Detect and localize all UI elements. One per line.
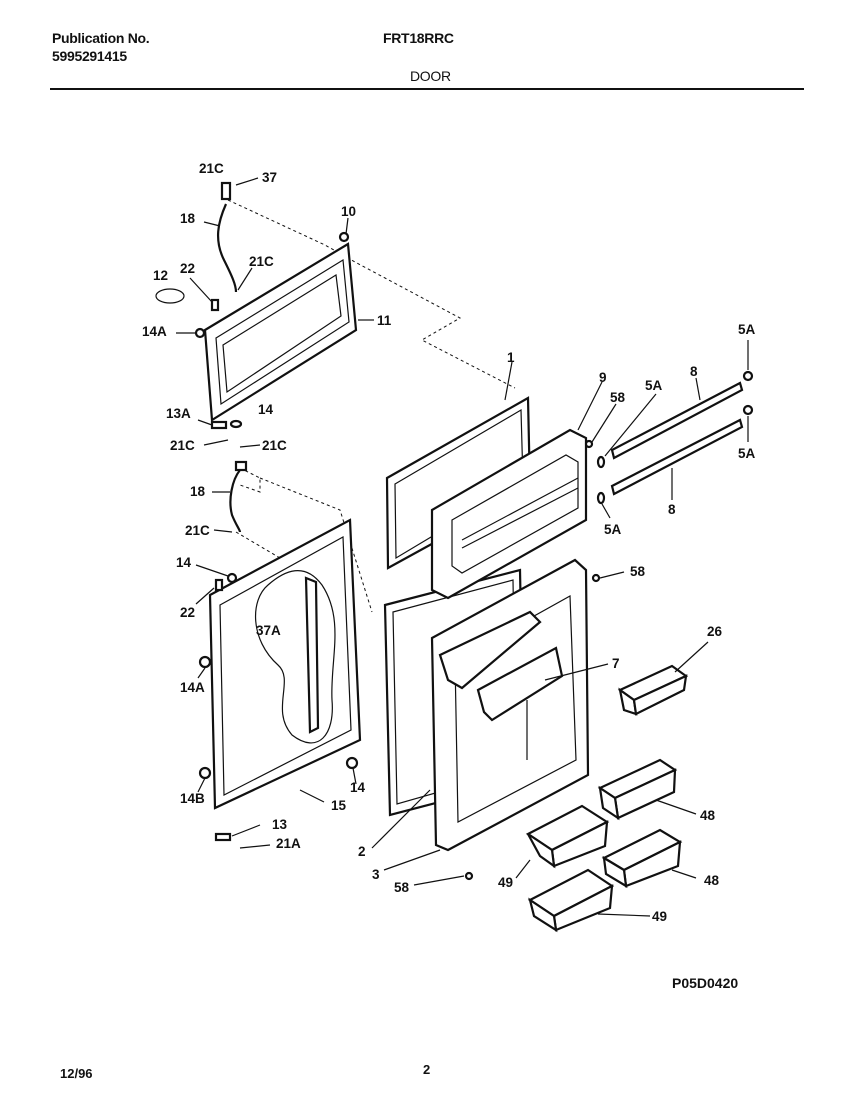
callout-21C: 21C [185, 523, 210, 538]
callout-1: 1 [507, 350, 515, 365]
bushing-14-bottom [345, 756, 359, 770]
assembly-dashed-lines [227, 199, 516, 613]
section-title: DOOR [410, 68, 451, 84]
callout-9: 9 [599, 370, 607, 385]
callout-49: 49 [498, 875, 513, 890]
rail-cap-5A-bottom-left [596, 491, 606, 505]
hinge-13 [214, 832, 232, 842]
callout-14B: 14B [180, 791, 205, 806]
callout-14: 14 [258, 402, 274, 417]
rail-cap-5A-top-left [596, 455, 606, 469]
callout-14: 14 [176, 555, 192, 570]
bushing-14-mid [226, 572, 238, 584]
callout-58: 58 [394, 880, 410, 895]
callout-5A: 5A [738, 322, 756, 337]
plug-14A-top [194, 327, 206, 339]
plug-14B [198, 766, 212, 780]
plug-14A-bottom [198, 655, 212, 669]
callout-21C: 21C [262, 438, 287, 453]
callout-14: 14 [350, 780, 366, 795]
callout-37A: 37A [256, 623, 281, 638]
door-bin-48-bottom [601, 828, 683, 889]
freezer-liner-9 [430, 428, 588, 600]
callout-18: 18 [180, 211, 196, 226]
callout-5A: 5A [604, 522, 622, 537]
shelf-rail-8-bottom [610, 418, 744, 496]
callout-5A: 5A [738, 446, 756, 461]
callout-14A: 14A [142, 324, 167, 339]
cable-18-bottom [229, 469, 242, 533]
bushing-10 [338, 231, 350, 243]
footer-page-number: 2 [423, 1062, 431, 1077]
callout-26: 26 [707, 624, 723, 639]
rail-cap-5A-bottom-right [742, 404, 754, 416]
callout-5A: 5A [645, 378, 663, 393]
callout-48: 48 [700, 808, 716, 823]
cable-18-top [217, 203, 238, 293]
leader-lines [176, 177, 749, 917]
callout-8: 8 [668, 502, 676, 517]
callout-labels: 21C 37 18 10 12 22 21C 14A 11 13A 14 21C… [142, 161, 756, 924]
grommet-12 [155, 288, 185, 304]
callout-11: 11 [377, 313, 392, 328]
bushing-14-top [229, 419, 243, 429]
spring-37 [220, 181, 232, 201]
callout-58: 58 [630, 564, 646, 579]
publication-number: 5995291415 [52, 48, 127, 64]
callout-37: 37 [262, 170, 277, 185]
footer-date: 12/96 [60, 1066, 93, 1081]
callout-14A: 14A [180, 680, 205, 695]
screw-58-mid [591, 573, 601, 583]
model-number: FRT18RRC [383, 30, 454, 46]
callout-49: 49 [652, 909, 667, 924]
freezer-door-11 [203, 242, 358, 422]
hinge-pin-bottom [234, 460, 248, 472]
callout-48: 48 [704, 873, 720, 888]
callout-10: 10 [341, 204, 356, 219]
callout-21C: 21C [170, 438, 195, 453]
screw-58-top [584, 439, 594, 449]
screw-22-bottom [214, 578, 224, 592]
callout-12: 12 [153, 268, 168, 283]
callout-7: 7 [612, 656, 620, 671]
fresh-food-liner [430, 558, 590, 852]
callout-13A: 13A [166, 406, 191, 421]
callout-15: 15 [331, 798, 347, 813]
callout-3: 3 [372, 867, 380, 882]
figure-code: P05D0420 [672, 975, 738, 991]
header-rule [50, 88, 804, 90]
shelf-rail-8-top [610, 381, 744, 460]
callout-58: 58 [610, 390, 626, 405]
rail-cap-5A-top-right [742, 370, 754, 382]
callout-21C: 21C [199, 161, 224, 176]
callout-21C: 21C [249, 254, 274, 269]
callout-2: 2 [358, 844, 366, 859]
fresh-food-door-15 [208, 518, 362, 810]
screw-22-top [210, 298, 220, 312]
door-bin-49-bottom [527, 868, 615, 933]
callout-8: 8 [690, 364, 698, 379]
callout-21A: 21A [276, 836, 301, 851]
screw-58-bottom [464, 871, 474, 881]
callout-13: 13 [272, 817, 288, 832]
publication-label: Publication No. [52, 30, 150, 46]
dairy-bin-26 [617, 664, 689, 716]
door-bin-49-top [525, 804, 610, 869]
callout-22: 22 [180, 605, 195, 620]
door-bin-48-top [597, 758, 678, 821]
callout-22: 22 [180, 261, 195, 276]
callout-18: 18 [190, 484, 206, 499]
hinge-13A [210, 420, 228, 430]
